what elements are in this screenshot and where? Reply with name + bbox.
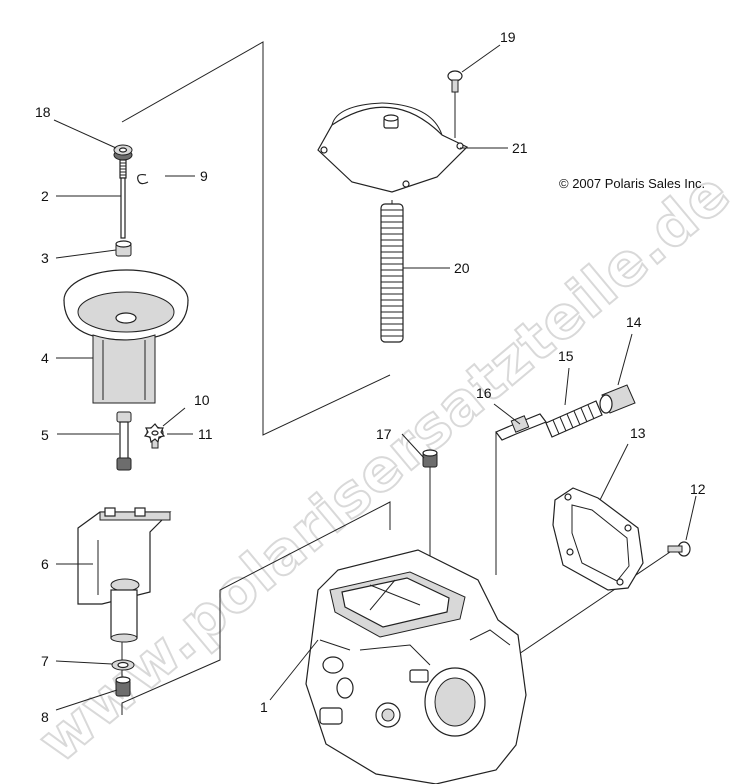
part-16-pilot-screw [495,413,547,441]
part-14-cap [599,384,636,414]
copyright-notice: © 2007 Polaris Sales Inc. [559,176,705,191]
callout-10: 10 [194,392,210,408]
leader-lines [53,44,697,711]
callout-5: 5 [41,427,49,443]
part-3-spacer [115,240,132,257]
part-5-needle-jet [116,411,132,471]
callout-13: 13 [630,425,646,441]
callout-8: 8 [41,709,49,725]
callout-15: 15 [558,348,574,364]
callout-7: 7 [41,653,49,669]
part-9-clip [137,173,149,185]
callout-3: 3 [41,250,49,266]
part-21-top-cover [317,102,469,193]
callout-12: 12 [690,481,706,497]
part-13-gasket [552,487,644,591]
part-6-holder [77,507,172,605]
callout-21: 21 [512,140,528,156]
main-jet-tube [110,589,138,643]
callout-11: 11 [198,426,213,442]
part-7-washer [111,659,135,671]
callout-19: 19 [500,29,516,45]
callout-6: 6 [41,556,49,572]
callout-14: 14 [626,314,642,330]
callout-1: 1 [260,699,268,715]
callout-17: 17 [376,426,392,442]
callout-20: 20 [454,260,470,276]
callout-4: 4 [41,350,49,366]
part-1-carburetor-body [305,549,527,784]
part-4-vacuum-piston [63,269,189,404]
part-12-screw [667,541,691,557]
part-18-nut [113,144,133,161]
part-15-spring [545,400,603,438]
part-17-pilot-jet [422,449,438,468]
callout-16: 16 [476,385,492,401]
part-20-spring [380,203,404,343]
callout-18: 18 [35,104,51,120]
callout-9: 9 [200,168,208,184]
callout-2: 2 [41,188,49,204]
part-19-screw [447,70,463,93]
part-8-plug [115,676,131,697]
callout-labels: 1 2 3 4 5 6 7 8 9 10 11 12 13 14 15 16 1… [35,29,706,725]
part-11-lock-washer [143,423,166,444]
part-2-jet-needle [119,159,127,239]
